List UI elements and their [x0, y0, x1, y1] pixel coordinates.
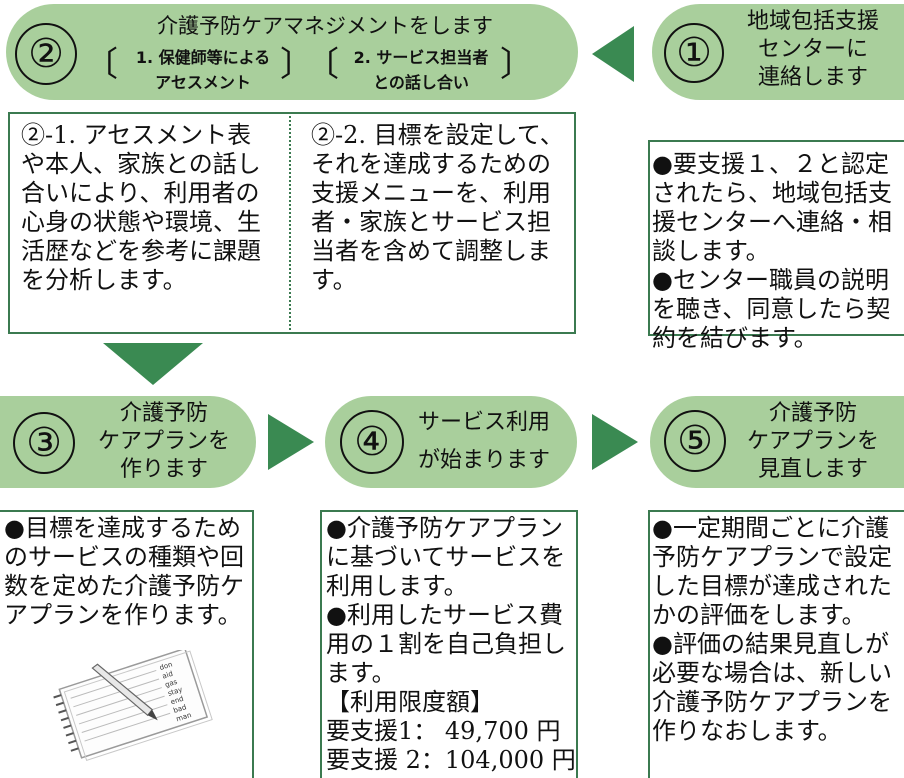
arrow-step3-to-step4 — [268, 414, 314, 470]
step5-number: ⑤ — [664, 410, 726, 472]
step2-title: 介護予防ケアマネジメントをします — [157, 14, 493, 38]
step1-desc-box — [648, 140, 904, 336]
arrow-step4-to-step5 — [592, 414, 638, 470]
step4-title: サービス利用 が始まります — [417, 410, 550, 473]
step2-sub1: 1. 保健師等による アセスメント — [135, 48, 271, 92]
step3-title: 介護予防 ケアプランを 作ります — [97, 401, 230, 482]
notepad-pen-illustration: don aid gas stay end bad man — [53, 650, 213, 762]
notepad-word: gas — [164, 678, 179, 690]
step2-desc-box — [8, 112, 576, 334]
step2-header — [6, 4, 578, 100]
step3-number: ③ — [13, 412, 75, 474]
step2-number: ② — [15, 23, 77, 85]
step2-desc1: ②-1. アセスメント表 や本人、家族との話し 合いにより、利用者の 心身の状態… — [21, 121, 261, 294]
step1-desc: ●要支援１、２と認定 されたら、地域包括支 援センターへ連絡・相 談します。 ●… — [652, 150, 892, 352]
step4-desc: ●介護予防ケアプラン に基づいてサービスを 利用します。 ●利用したサービス費 … — [326, 514, 576, 774]
step2-desc2: ②-2. 目標を設定して、 それを達成するための 支援メニューを、利用 者・家族… — [311, 121, 564, 294]
step2-divider — [289, 116, 291, 330]
step5-desc: ●一定期間ごとに介護 予防ケアプランで設定 した目標が達成された かの評価をしま… — [652, 514, 892, 745]
sub2-bracket-left: 〔 — [305, 45, 339, 85]
sub2-bracket-right: 〕 — [500, 45, 534, 85]
notepad-word: aid — [161, 670, 174, 681]
sub1-bracket-left: 〔 — [84, 45, 118, 85]
step4-desc-box — [320, 510, 578, 778]
arrow-step1-to-step2 — [592, 26, 634, 82]
notepad-word: bad — [172, 703, 187, 715]
step2-sub2: 2. サービス担当者 との話し合い — [353, 48, 489, 92]
sub1-bracket-right: 〕 — [280, 45, 314, 85]
notepad-word: end — [170, 695, 185, 707]
step5-desc-box — [648, 510, 904, 778]
step3-desc: ●目標を達成するため のサービスの種類や回 数を定めた介護予防ケ アプランを作り… — [4, 514, 244, 629]
arrow-step2-to-step3 — [103, 343, 203, 385]
step4-number: ④ — [340, 410, 404, 474]
step5-title: 介護予防 ケアプランを 見直します — [746, 401, 879, 482]
notepad-word: don — [159, 660, 174, 672]
step1-number: ① — [664, 23, 724, 83]
step1-title: 地域包括支援 センターに 連絡します — [746, 9, 879, 90]
pen-icon — [91, 663, 158, 721]
